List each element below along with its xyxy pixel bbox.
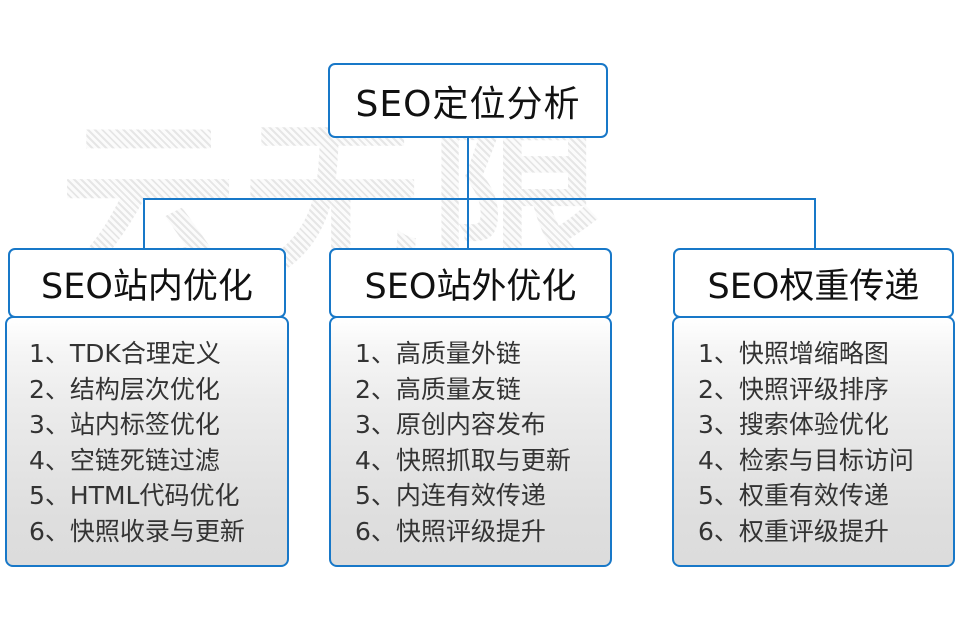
list-item: 5、权重有效传递 bbox=[698, 481, 889, 510]
connector-root-down bbox=[467, 138, 469, 200]
branch-header-label-3: SEO权重传递 bbox=[707, 266, 920, 307]
list-item: 6、快照评级提升 bbox=[355, 516, 546, 546]
list-item: 4、检索与目标访问 bbox=[698, 445, 914, 475]
branch-body-1: 1、TDK合理定义 2、结构层次优化 3、站内标签优化 4、空链死链过滤 5、H… bbox=[5, 316, 289, 567]
branch-column-2: SEO站外优化 1、高质量外链 2、高质量友链 3、原创内容发布 4、快照抓取与… bbox=[329, 248, 612, 567]
branch-header-label-2: SEO站外优化 bbox=[364, 266, 577, 307]
branch-body-3: 1、快照增缩略图 2、快照评级排序 3、搜索体验优化 4、检索与目标访问 5、权… bbox=[672, 316, 955, 567]
list-item: 4、快照抓取与更新 bbox=[355, 445, 571, 475]
root-node-label: SEO定位分析 bbox=[355, 83, 581, 125]
connector-branch-center bbox=[467, 198, 469, 250]
list-item: 4、空链死链过滤 bbox=[29, 445, 220, 475]
list-item: 5、内连有效传递 bbox=[355, 481, 546, 510]
branch-column-1: SEO站内优化 1、TDK合理定义 2、结构层次优化 3、站内标签优化 4、空链… bbox=[5, 248, 289, 567]
branch-header-2[interactable]: SEO站外优化 bbox=[329, 248, 612, 318]
connector-horizontal-bus bbox=[143, 198, 816, 200]
list-item: 1、TDK合理定义 bbox=[29, 339, 221, 368]
connector-branch-left bbox=[143, 198, 145, 250]
list-item: 2、结构层次优化 bbox=[29, 374, 220, 404]
branch-header-1[interactable]: SEO站内优化 bbox=[8, 248, 286, 318]
branch-column-3: SEO权重传递 1、快照增缩略图 2、快照评级排序 3、搜索体验优化 4、检索与… bbox=[672, 248, 955, 567]
branch-body-2: 1、高质量外链 2、高质量友链 3、原创内容发布 4、快照抓取与更新 5、内连有… bbox=[329, 316, 612, 567]
list-item: 3、原创内容发布 bbox=[355, 410, 546, 439]
list-item: 3、站内标签优化 bbox=[29, 410, 220, 439]
list-item: 5、HTML代码优化 bbox=[29, 481, 240, 510]
list-item: 2、高质量友链 bbox=[355, 374, 521, 404]
list-item: 3、搜索体验优化 bbox=[698, 410, 889, 439]
branch-header-3[interactable]: SEO权重传递 bbox=[673, 248, 954, 318]
root-node[interactable]: SEO定位分析 bbox=[328, 63, 608, 138]
list-item: 2、快照评级排序 bbox=[698, 374, 889, 404]
list-item: 1、快照增缩略图 bbox=[698, 339, 889, 368]
list-item: 6、权重评级提升 bbox=[698, 516, 889, 546]
connector-branch-right bbox=[814, 198, 816, 250]
list-item: 1、高质量外链 bbox=[355, 339, 521, 368]
branch-header-label-1: SEO站内优化 bbox=[41, 266, 253, 307]
list-item: 6、快照收录与更新 bbox=[29, 516, 245, 546]
